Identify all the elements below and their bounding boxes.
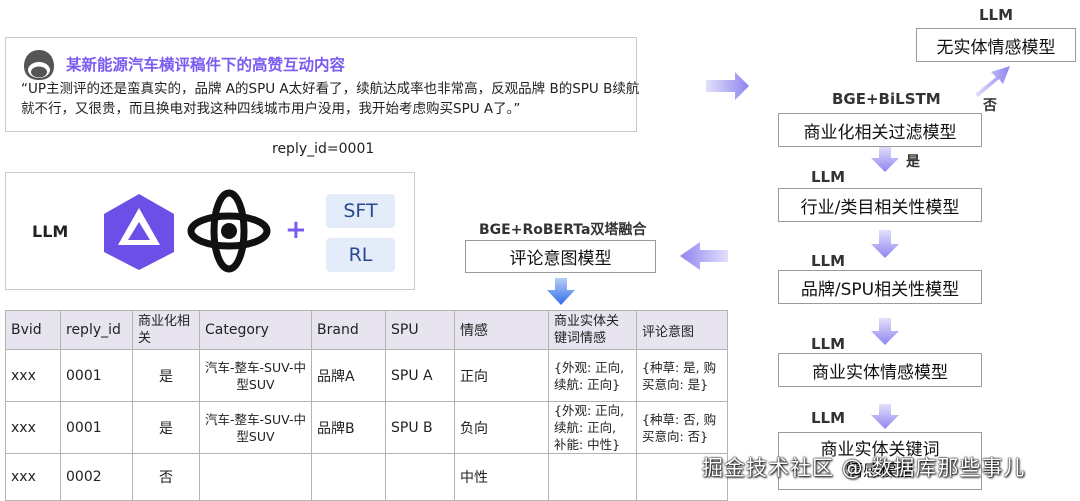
header-keyword-sentiment: 商业实体关键词情感 [548,310,637,350]
arrow-down [871,230,899,258]
header-bvid: Bvid [5,310,61,350]
keyword-sentiment-label: LLM [811,409,846,427]
header-intent: 评论意图 [636,310,728,350]
cell: {种草: 否, 购买意向: 否} [636,401,728,454]
cell: 负向 [454,401,549,454]
reply-id-caption: reply_id=0001 [272,141,375,157]
cell: 0001 [60,401,133,454]
comment-card [5,37,637,132]
cell: xxx [5,401,61,454]
table-row: xxx 0001 是 汽车-整车-SUV-中型SUV 品牌A SPU A 正向 … [5,349,728,402]
cell: 是 [132,349,200,402]
arrow-diagonal [975,66,1010,97]
cell: {外观: 正向, 续航: 正向, 补能: 中性} [548,401,637,454]
cell: 品牌A [311,349,386,402]
user-avatar-icon [24,50,54,80]
arrow-down-blue [547,278,575,305]
model-logo-icon [187,189,271,273]
watermark: 掘金技术社区 @ 数据库那些事儿 [702,456,1026,480]
industry-label: LLM [811,168,846,186]
cell: 品牌B [311,401,386,454]
cell [199,453,312,501]
entity-sentiment-label: LLM [811,335,846,353]
cell: 正向 [454,349,549,402]
sft-tag: SFT [326,194,395,228]
cell: 否 [132,453,200,501]
commercial-filter-label: BGE+BiLSTM [832,90,941,108]
header-brand: Brand [311,310,386,350]
header-sentiment: 情感 [454,310,549,350]
cell [311,453,386,501]
comment-title: 某新能源汽车横评稿件下的高赞互动内容 [66,56,346,74]
header-category: Category [199,310,312,350]
rl-tag: RL [326,238,395,272]
header-spu: SPU [385,310,455,350]
cell: 中性 [454,453,549,501]
cell: 汽车-整车-SUV-中型SUV [199,401,312,454]
cell: 0001 [60,349,133,402]
keyword-sentiment-model: 商业实体关键词情感模型 [778,432,982,490]
commercial-filter-model: 商业化相关过滤模型 [778,113,982,147]
no-entity-sentiment-model: 无实体情感模型 [916,28,1076,62]
brand-label: LLM [811,252,846,270]
no-branch-label: 否 [983,98,997,114]
cell: {种草: 是, 购买意向: 是} [636,349,728,402]
comment-text: “UP主测评的还是蛮真实的，品牌 A的SPU A太好看了，续航达成率也非常高，反… [21,81,640,117]
result-table: Bvid reply_id 商业化相关 Category Brand SPU 情… [5,310,728,501]
industry-relevance-model: 行业/类目相关性模型 [778,188,982,222]
cell [548,453,637,501]
cell: 是 [132,401,200,454]
llm-model-panel [5,172,415,290]
header-commercial: 商业化相关 [132,310,200,350]
table-row: xxx 0002 否 中性 [5,453,728,501]
header-reply-id: reply_id [60,310,133,350]
arrow-down [871,318,899,345]
cell: {外观: 正向, 续航: 正向} [548,349,637,402]
cell [636,453,728,501]
qwen-logo-icon [104,194,174,270]
plus-sign: + [285,215,307,245]
arrow-down [871,146,899,172]
cell: xxx [5,349,61,402]
arrow-right [706,72,749,100]
intent-label: BGE+RoBERTa双塔融合 [479,222,647,238]
arrow-down [871,404,899,429]
cell: SPU B [385,401,455,454]
table-row: xxx 0001 是 汽车-整车-SUV-中型SUV 品牌B SPU B 负向 … [5,401,728,454]
yes-branch-label: 是 [906,154,920,170]
no-entity-label: LLM [979,6,1014,24]
cell: SPU A [385,349,455,402]
cell: 0002 [60,453,133,501]
llm-panel-label: LLM [32,222,69,241]
entity-sentiment-model: 商业实体情感模型 [778,353,982,387]
cell [385,453,455,501]
table-header-row: Bvid reply_id 商业化相关 Category Brand SPU 情… [5,310,728,350]
cell: 汽车-整车-SUV-中型SUV [199,349,312,402]
comment-intent-model: 评论意图模型 [465,240,656,273]
brand-spu-relevance-model: 品牌/SPU相关性模型 [778,270,982,304]
cell: xxx [5,453,61,501]
arrow-left [680,242,728,270]
